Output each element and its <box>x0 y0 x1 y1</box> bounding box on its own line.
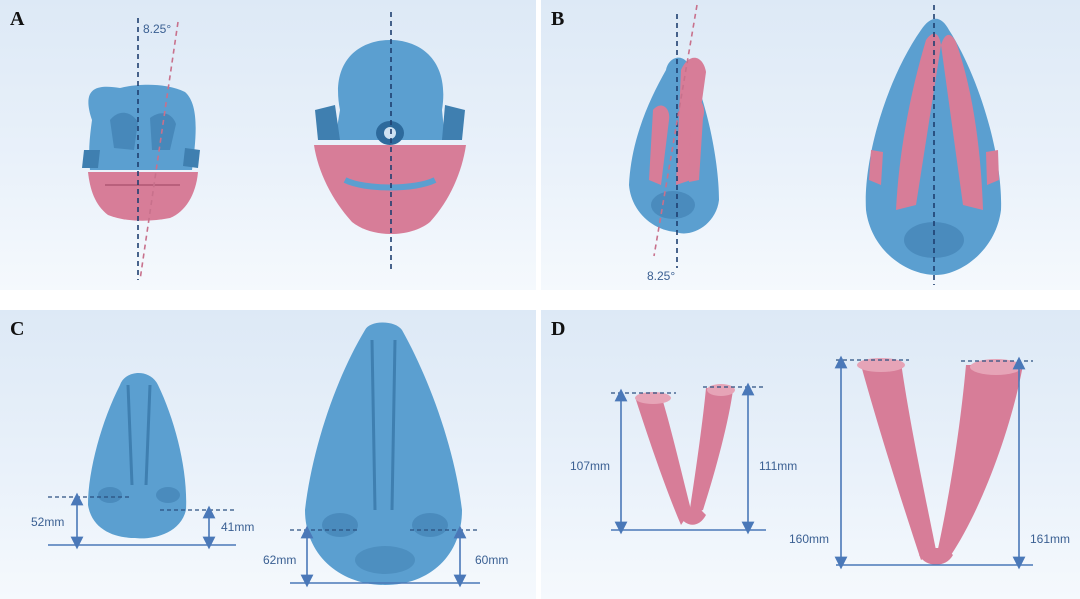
measure-label: 161mm <box>1030 532 1070 546</box>
skull-ventral-normal <box>865 18 1002 275</box>
deviation-line <box>139 21 179 281</box>
panel-a: A 8.25° <box>0 0 536 290</box>
measure-label: 160mm <box>789 532 829 546</box>
measure-label: 60mm <box>475 553 508 567</box>
panel-label: A <box>10 8 25 30</box>
skull-dorsal-large <box>305 322 462 585</box>
angle-label: 8.25° <box>647 269 675 283</box>
skull-dorsal-small <box>88 372 187 539</box>
skull-frontal-deviated <box>82 84 200 221</box>
mandible-small <box>635 384 735 525</box>
panel-label: C <box>10 318 25 340</box>
skull-frontal-normal <box>314 40 466 234</box>
measure-label: 62mm <box>263 553 296 567</box>
panel-d-figure: 107mm 111mm 160mm 161mm <box>570 355 1070 570</box>
measure-label: 107mm <box>570 459 610 473</box>
panel-a-figure: 8.25° <box>82 12 466 281</box>
skull-ventral-deviated <box>629 57 719 234</box>
panel-b-figure: 8.25° <box>629 4 1002 285</box>
panel-label: D <box>551 318 566 340</box>
angle-label: 8.25° <box>143 22 171 36</box>
measure-label: 52mm <box>31 515 64 529</box>
panel-label: B <box>551 8 565 30</box>
deviation-line <box>653 4 698 257</box>
panel-c-figure: 52mm 41mm 62mm 60mm <box>31 322 508 588</box>
panel-c: C 52mm 41mm 62mm 60mm <box>0 310 536 599</box>
panel-d: D 107mm 111mm 160mm 161mm <box>541 310 1080 599</box>
measure-label: 111mm <box>759 459 797 473</box>
panel-b: B 8.25° <box>541 0 1080 290</box>
measure-label: 41mm <box>221 520 254 534</box>
mandible-large <box>857 358 1023 565</box>
